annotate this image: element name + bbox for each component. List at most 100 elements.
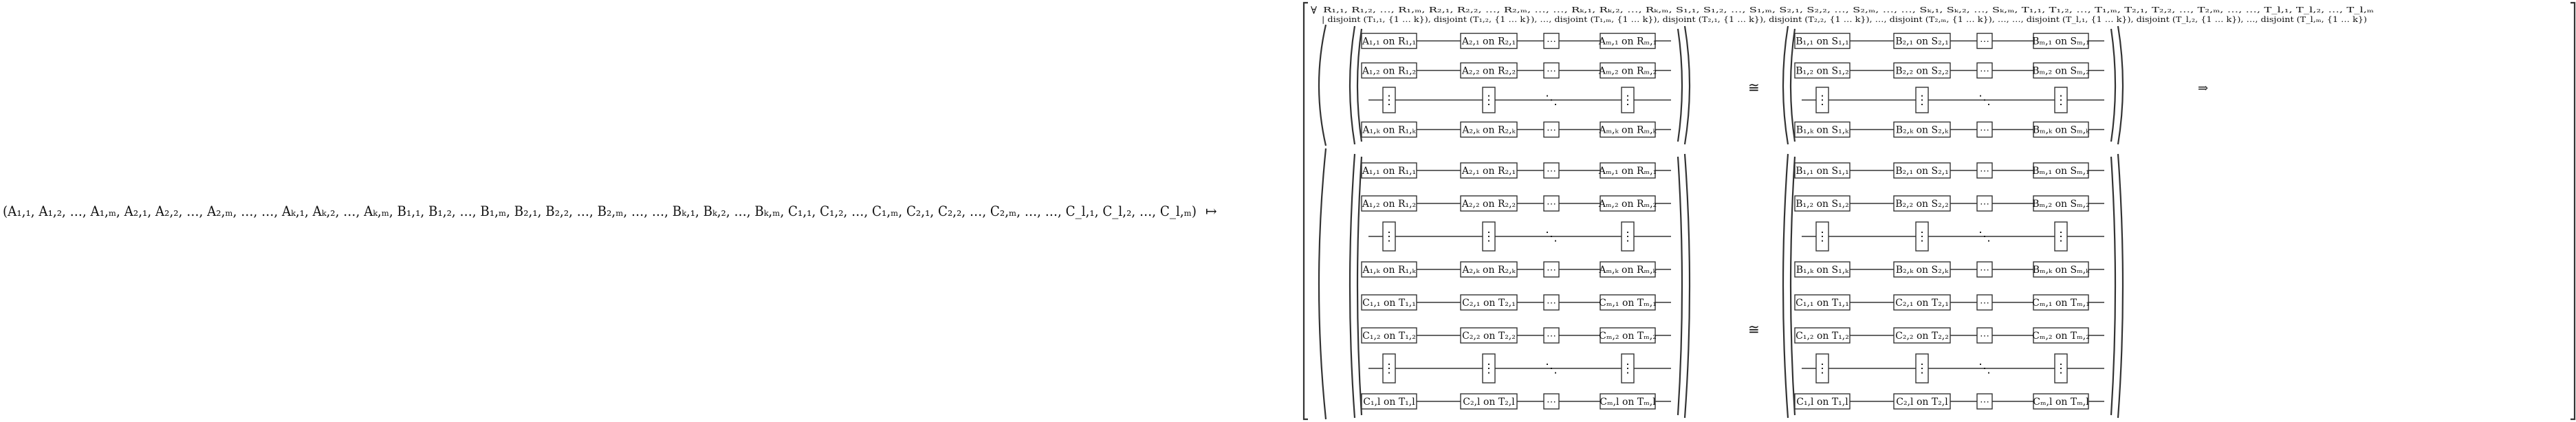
morphism-label: A₁,₂ on R₁,₂ bbox=[1362, 199, 1416, 210]
morphism-box bbox=[1976, 32, 1993, 49]
morphism-label: ⋮ bbox=[1816, 230, 1829, 244]
morphism-label: ⋯ bbox=[1547, 199, 1556, 210]
morphism-label: B₁,₂ on S₁,₂ bbox=[1795, 66, 1849, 77]
morphism-label: ⋮ bbox=[1916, 93, 1928, 108]
morphism-box bbox=[1361, 327, 1417, 344]
morphism-label: Aₘ,₁ on Rₘ,₁ bbox=[1598, 36, 1657, 47]
morphism-label: B₂,₂ on S₂,₂ bbox=[1895, 66, 1949, 77]
morphism-box bbox=[1600, 162, 1656, 179]
morphism-label: Aₘ,₂ on Rₘ,₂ bbox=[1598, 66, 1657, 77]
morphism-box bbox=[1361, 294, 1417, 311]
morphism-box bbox=[1361, 32, 1417, 49]
domain-tuple: (A₁,₁, A₁,₂, …, A₁,ₘ, A₂,₁, A₂,₂, …, A₂,… bbox=[3, 203, 1197, 219]
morphism-label: ⋮ bbox=[1483, 230, 1495, 244]
morphism-label: B₁,ₖ on S₁,ₖ bbox=[1796, 125, 1849, 136]
morphism-label: A₂,₁ on R₂,₁ bbox=[1461, 166, 1516, 177]
morphism-label: Aₘ,₁ on Rₘ,₁ bbox=[1598, 166, 1657, 177]
morphism-box bbox=[2054, 353, 2068, 384]
morphism-label: ⋱ bbox=[1545, 230, 1558, 244]
premise-lhs-open-paren-inner bbox=[1356, 28, 1363, 142]
morphism-box bbox=[1794, 32, 1851, 49]
morphism-label: ⋮ bbox=[1622, 93, 1634, 108]
morphism-box bbox=[1621, 221, 1635, 252]
forall-symbol: ∀ bbox=[1311, 4, 1317, 16]
morphism-label: Bₘ,₂ on Sₘ,₂ bbox=[2032, 66, 2090, 77]
disjointness-condition: | disjoint (T₁,₁, {1 … k}), disjoint (T₁… bbox=[1322, 15, 2367, 25]
morphism-box bbox=[1915, 353, 1929, 384]
morphism-label: Bₘ,ₖ on Sₘ,ₖ bbox=[2033, 125, 2090, 136]
morphism-box bbox=[1361, 62, 1417, 79]
morphism-box bbox=[1382, 221, 1396, 252]
morphism-box bbox=[1460, 62, 1518, 79]
conclusion-lhs-close-paren-outer bbox=[1683, 153, 1691, 419]
outer-left-bracket bbox=[1302, 1, 1308, 421]
morphism-label: ⋱ bbox=[1978, 362, 1991, 376]
morphism-label: ⋮ bbox=[1622, 230, 1634, 244]
morphism-label: A₁,ₖ on R₁,ₖ bbox=[1362, 265, 1416, 276]
morphism-box bbox=[1543, 32, 1560, 49]
premise-lhs-close-paren-outer bbox=[1683, 25, 1691, 145]
morphism-label: Bₘ,₂ on Sₘ,₂ bbox=[2032, 199, 2090, 210]
morphism-label: ⋯ bbox=[1547, 36, 1556, 47]
morphism-box bbox=[1976, 327, 1993, 344]
morphism-box bbox=[2033, 393, 2089, 410]
morphism-label: ⋯ bbox=[1980, 397, 1989, 408]
morphism-box bbox=[1543, 62, 1560, 79]
morphism-box bbox=[1382, 353, 1396, 384]
maps-to-arrow: ↦ bbox=[1205, 203, 1217, 219]
morphism-label: Bₘ,₁ on Sₘ,₁ bbox=[2032, 36, 2090, 47]
morphism-box bbox=[1976, 261, 1993, 278]
conclusion-rhs-open-paren-inner bbox=[1789, 156, 1796, 416]
morphism-label: B₂,₂ on S₂,₂ bbox=[1895, 199, 1949, 210]
morphism-box bbox=[1460, 32, 1518, 49]
morphism-label: B₁,₁ on S₁,₁ bbox=[1795, 166, 1849, 177]
morphism-label: C₁,₂ on T₁,₂ bbox=[1795, 331, 1849, 342]
morphism-label: Cₘ,₂ on Tₘ,₂ bbox=[2032, 331, 2090, 342]
morphism-box bbox=[1815, 221, 1829, 252]
premise-rhs-close-paren-inner bbox=[2110, 28, 2117, 142]
morphism-box bbox=[1482, 87, 1496, 113]
morphism-box bbox=[1600, 294, 1656, 311]
premise-lhs-open-paren-outer bbox=[1349, 25, 1356, 145]
morphism-label: ⋯ bbox=[1980, 36, 1989, 47]
conclusion-rhs-open-paren-outer bbox=[1782, 153, 1789, 419]
conclusion-lhs-open-paren-outer bbox=[1349, 153, 1356, 419]
morphism-box bbox=[1460, 393, 1518, 410]
morphism-label: ⋯ bbox=[1980, 66, 1989, 77]
morphism-box bbox=[1976, 294, 1993, 311]
morphism-box bbox=[1460, 162, 1518, 179]
morphism-box bbox=[1976, 162, 1993, 179]
conclusion-lhs-open-paren-inner bbox=[1356, 156, 1363, 416]
morphism-box bbox=[1893, 62, 1951, 79]
morphism-box bbox=[2054, 221, 2068, 252]
morphism-box bbox=[1543, 327, 1560, 344]
morphism-label: A₁,₂ on R₁,₂ bbox=[1362, 66, 1416, 77]
morphism-box bbox=[1794, 162, 1851, 179]
morphism-label: ⋱ bbox=[1545, 362, 1558, 376]
morphism-box bbox=[1600, 393, 1656, 410]
morphism-box bbox=[1893, 121, 1951, 138]
morphism-label: ⋮ bbox=[1916, 362, 1928, 376]
morphism-label: ⋮ bbox=[1383, 362, 1395, 376]
morphism-box bbox=[1543, 162, 1560, 179]
morphism-label: B₁,ₖ on S₁,ₖ bbox=[1796, 265, 1849, 276]
morphism-label: A₂,₁ on R₂,₁ bbox=[1461, 36, 1516, 47]
morphism-label: ⋮ bbox=[2055, 230, 2067, 244]
morphism-label: C₁,₁ on T₁,₁ bbox=[1795, 298, 1849, 309]
morphism-label: C₁,l on T₁,l bbox=[1363, 397, 1415, 408]
morphism-box bbox=[1543, 261, 1560, 278]
morphism-box bbox=[1482, 353, 1496, 384]
morphism-box bbox=[1460, 195, 1518, 212]
morphism-label: B₁,₂ on S₁,₂ bbox=[1795, 199, 1849, 210]
morphism-label: ⋮ bbox=[1816, 93, 1829, 108]
morphism-label: ⋯ bbox=[1980, 331, 1989, 342]
premise-lhs-close-paren-inner bbox=[1677, 28, 1683, 142]
morphism-label: ⋮ bbox=[1483, 93, 1495, 108]
morphism-box bbox=[1460, 261, 1518, 278]
conclusion-open-paren bbox=[1318, 148, 1327, 420]
morphism-box bbox=[1976, 62, 1993, 79]
morphism-box bbox=[1361, 261, 1417, 278]
outer-right-bracket bbox=[2570, 1, 2576, 421]
premise-rhs-open-paren-outer bbox=[1782, 25, 1789, 145]
